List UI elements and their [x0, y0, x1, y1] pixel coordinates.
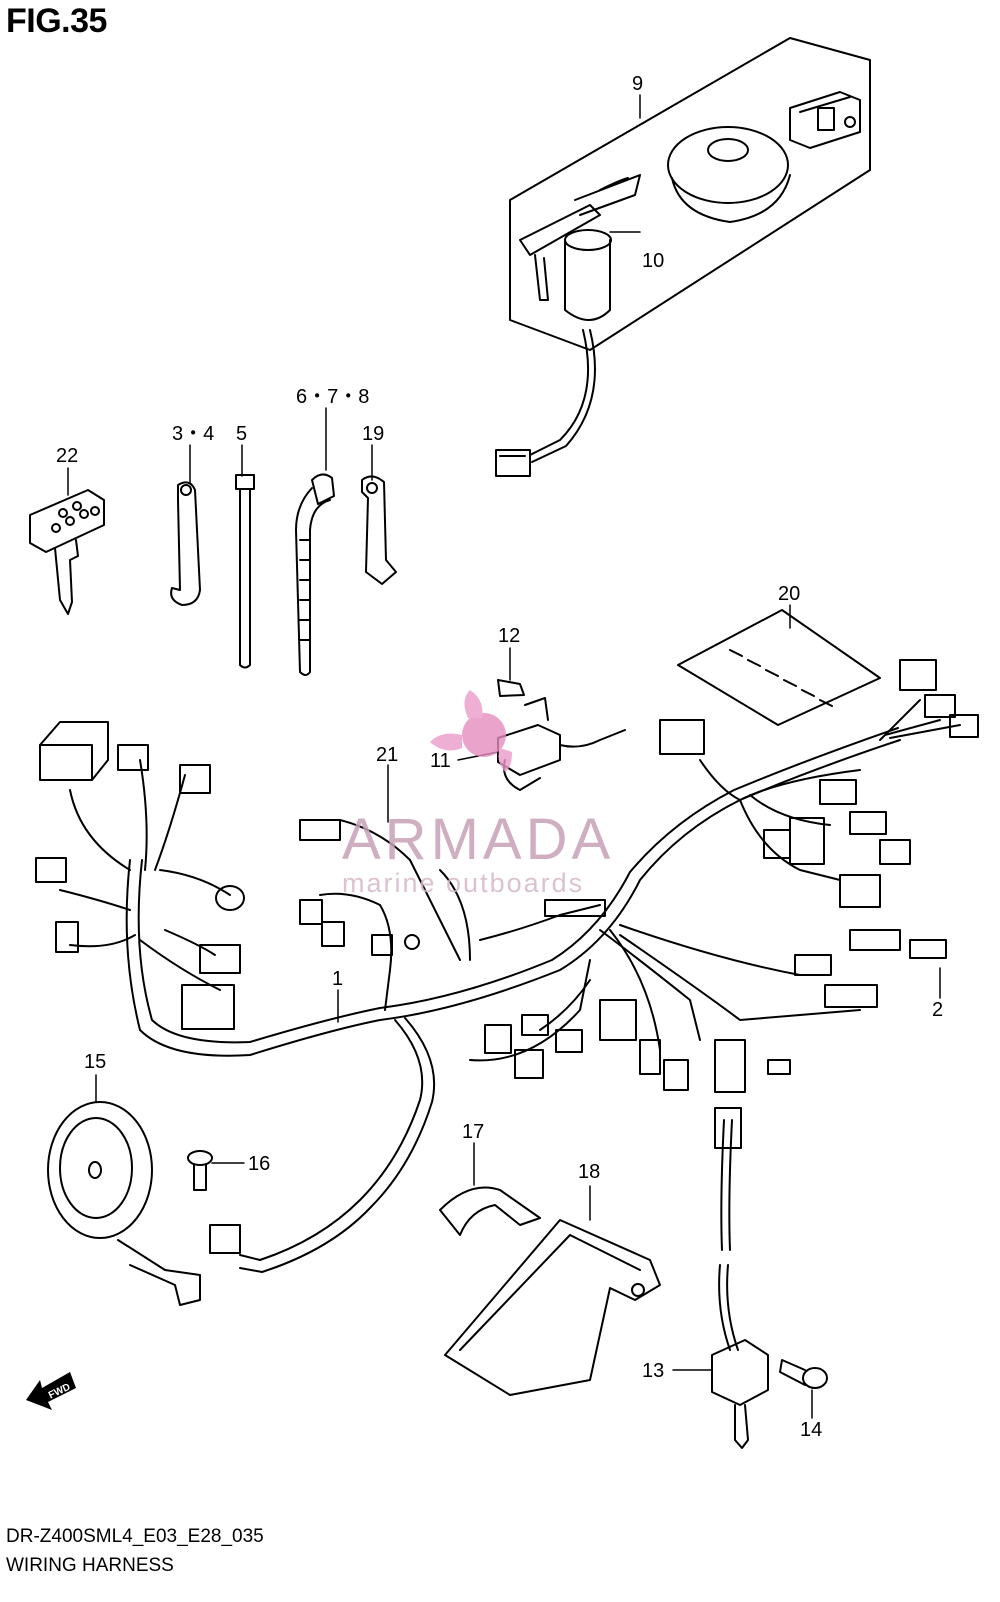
figure-name: WIRING HARNESS [6, 1555, 174, 1576]
switch-part-13 [711, 1339, 769, 1449]
part-label-12: 12 [498, 625, 520, 647]
clamp-part-3-4 [170, 481, 201, 606]
part-label-1: 1 [332, 968, 343, 990]
part-label-11: 11 [430, 750, 451, 772]
part-label-20: 20 [778, 583, 800, 605]
watermark-logo-icon [430, 690, 512, 772]
part-label-13: 13 [642, 1360, 664, 1382]
part-label-9: 9 [632, 73, 643, 95]
part-label-18: 18 [578, 1161, 600, 1183]
part-label-5: 5 [236, 423, 247, 445]
cable-tie-part-6-7-8 [295, 473, 335, 676]
ignition-switch-set [495, 37, 871, 477]
key-part-22 [29, 489, 105, 615]
clamp-part-19 [361, 475, 397, 585]
cable-tie-part-5 [235, 474, 255, 669]
figure-code: DR-Z400SML4_E03_E28_035 [6, 1526, 264, 1547]
part-label-17: 17 [462, 1121, 484, 1143]
figure-title: FIG.35 [6, 2, 107, 40]
part-label-15: 15 [84, 1051, 106, 1073]
part-labels: 9 10 22 3・4 5 6・7・8 19 20 12 11 21 1 2 1… [56, 73, 943, 1441]
insulator-sheet-part-20 [677, 609, 881, 726]
part-label-14: 14 [800, 1419, 822, 1441]
bracket-part-18 [444, 1219, 661, 1396]
part-label-22: 22 [56, 445, 78, 467]
fwd-arrow-icon: FWD [26, 1372, 76, 1410]
part-label-16: 16 [248, 1153, 270, 1175]
harness-connectors [35, 659, 979, 1149]
horn-part-15 [47, 1101, 241, 1306]
part-label-19: 19 [362, 423, 384, 445]
bolt-part-16 [187, 1150, 213, 1191]
screw-part-14 [779, 1359, 828, 1389]
part-label-10: 10 [642, 250, 664, 272]
leader-lines [67, 94, 941, 1419]
sensor-part-11 [497, 679, 626, 791]
part-label-6-7-8: 6・7・8 [296, 386, 369, 408]
part-label-21: 21 [376, 744, 398, 766]
part-label-2: 2 [932, 999, 943, 1021]
part-label-3-4: 3・4 [172, 423, 214, 445]
cover-part-17 [439, 1186, 541, 1236]
